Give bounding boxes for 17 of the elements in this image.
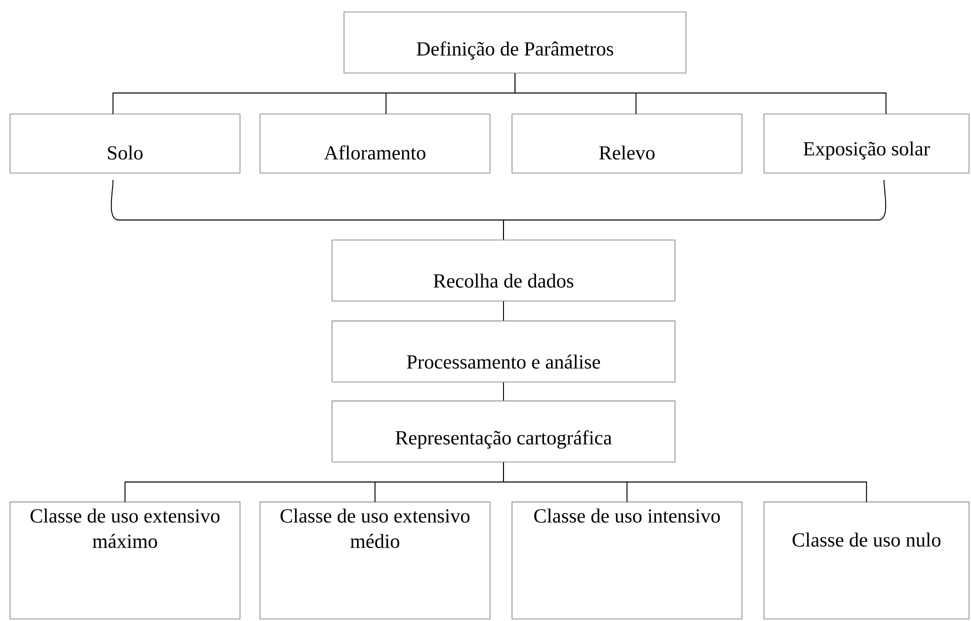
process-box: Classe de uso extensivo máximo	[10, 502, 240, 620]
connector-line	[503, 180, 886, 240]
process-box: Relevo	[512, 114, 742, 174]
process-box: Definição de Parâmetros	[344, 12, 686, 74]
process-box: Representação cartográfica	[332, 400, 676, 462]
process-box: Classe de uso intensivo	[512, 502, 742, 620]
connector-line	[503, 382, 504, 402]
process-box: Processamento e análise	[332, 320, 676, 382]
connector-line	[503, 300, 504, 322]
process-box: Exposição solar	[764, 114, 970, 174]
process-box: Classe de uso extensivo médio	[260, 502, 490, 620]
process-box: Afloramento	[260, 114, 490, 174]
connector-line	[514, 72, 886, 114]
process-box: Recolha de dados	[332, 240, 676, 302]
connector-line	[503, 462, 867, 502]
process-box: Solo	[10, 114, 240, 174]
process-box: Classe de uso nulo	[764, 502, 970, 620]
